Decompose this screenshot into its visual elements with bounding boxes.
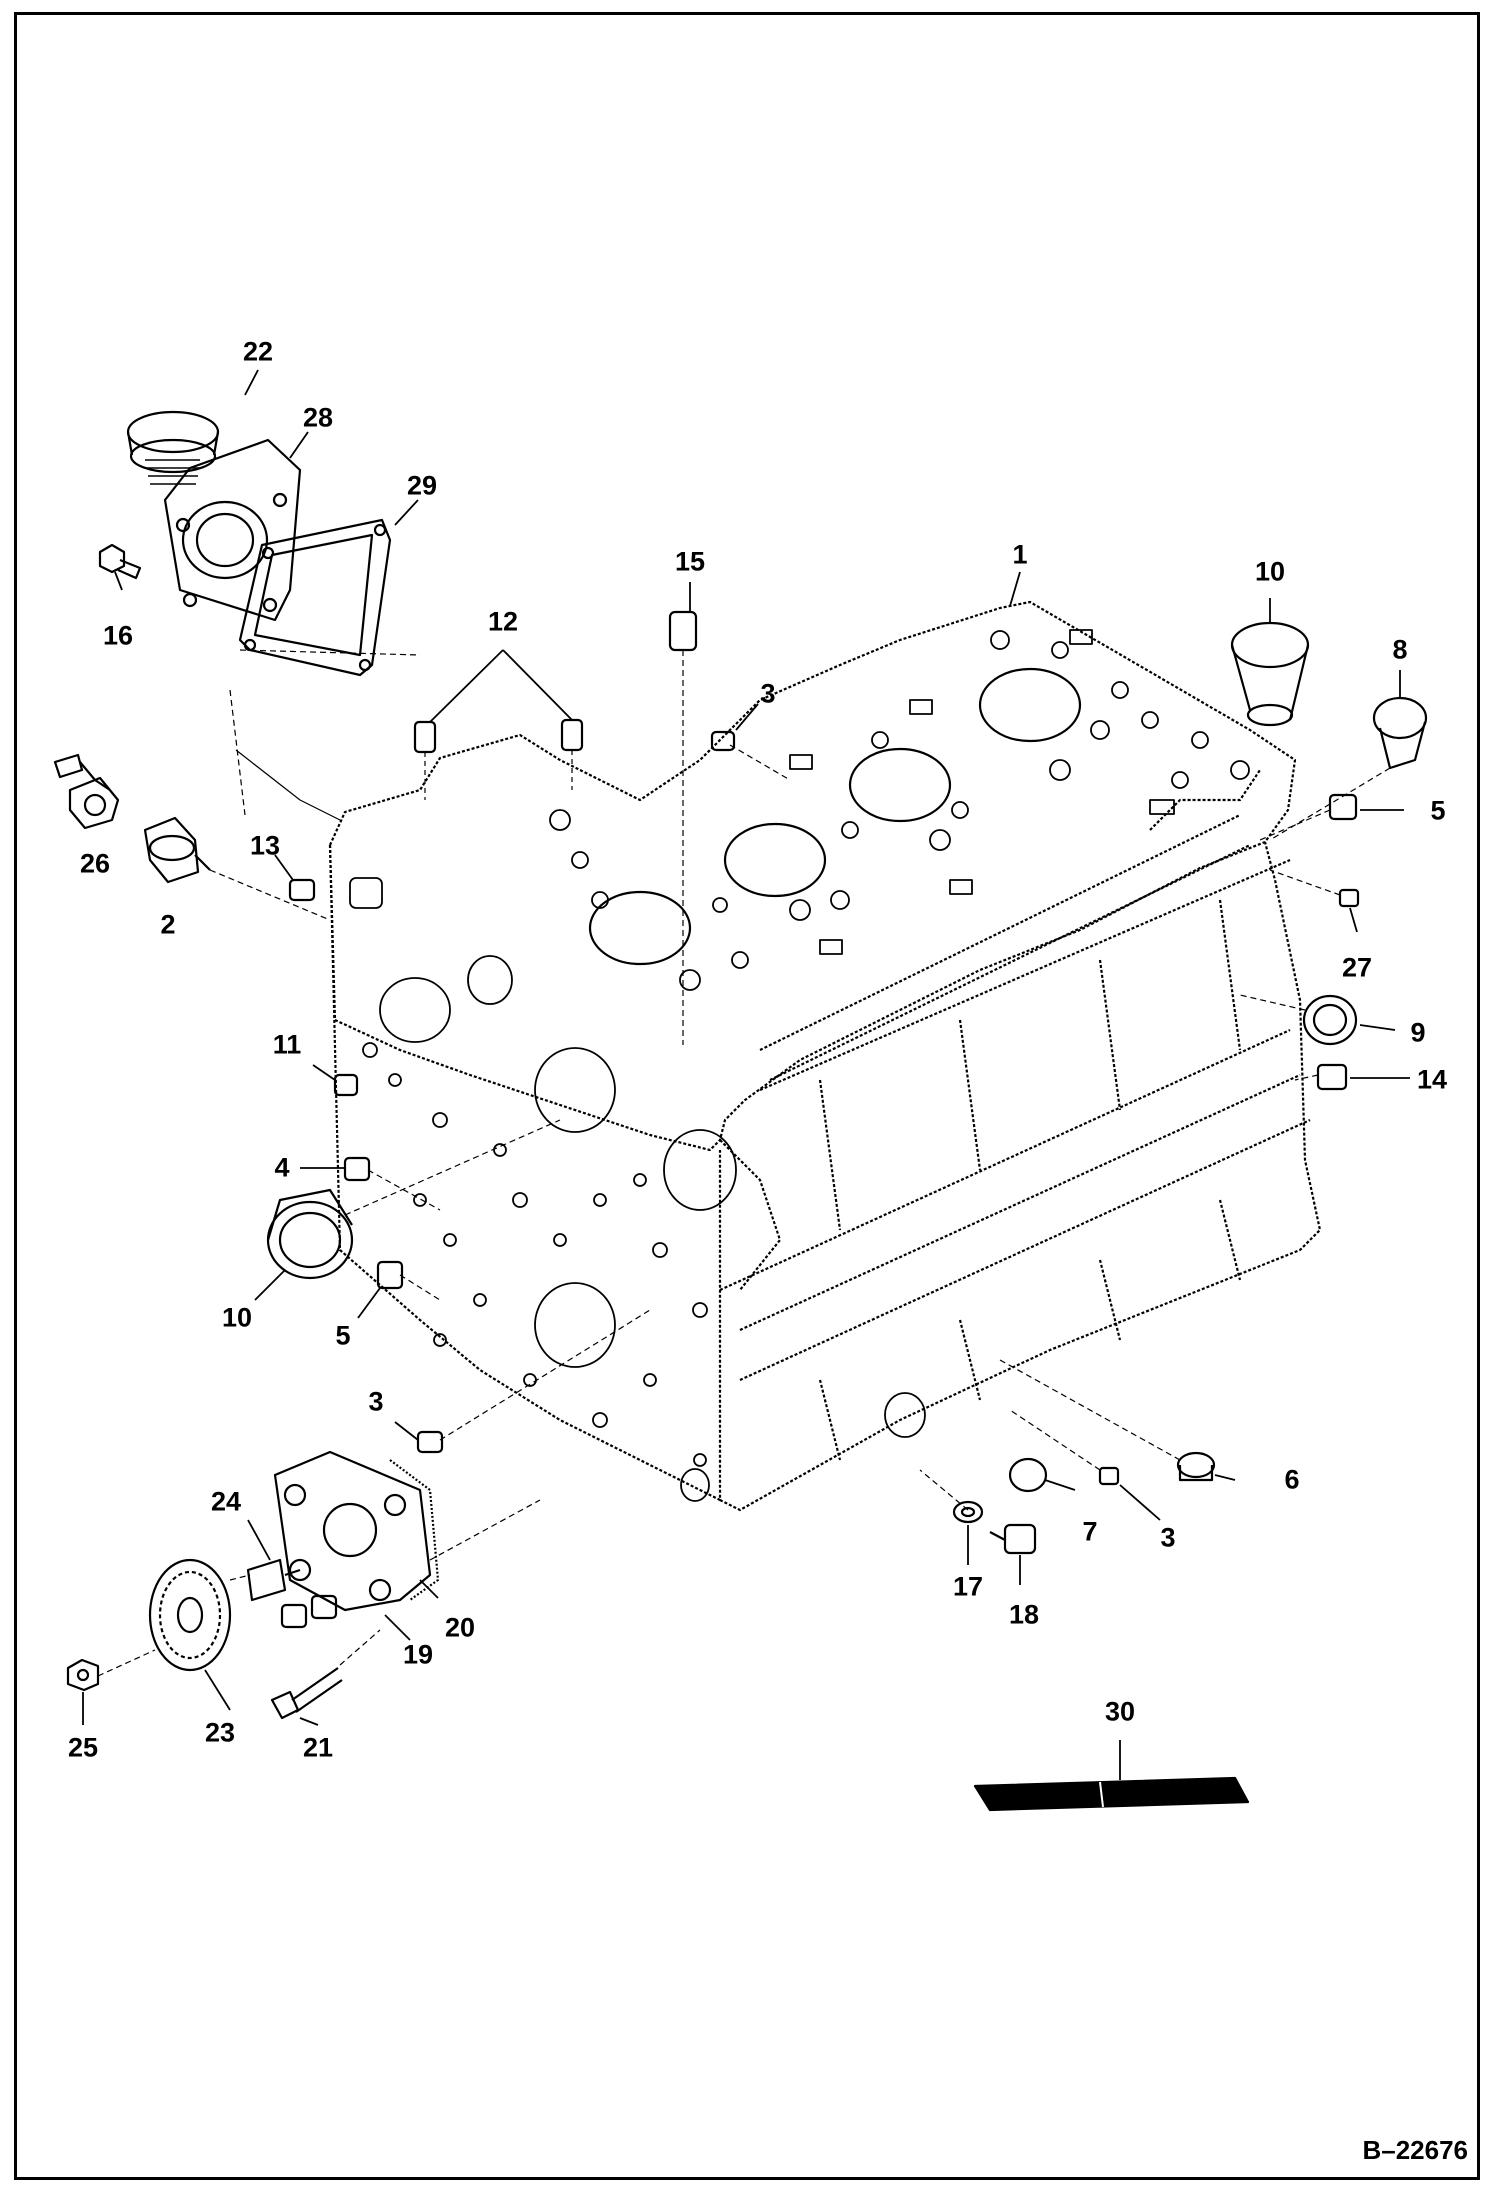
callout-14: 14 — [1416, 1064, 1448, 1095]
callout-10-front: 10 — [221, 1302, 253, 1333]
thermostat-housing — [163, 438, 302, 622]
plug-3-bottom — [416, 1309, 651, 1454]
pump-fittings-19 — [280, 1594, 338, 1629]
callout-3-bottom: 3 — [368, 1386, 384, 1417]
callout-11: 11 — [272, 1029, 302, 1060]
callout-24: 24 — [210, 1486, 242, 1517]
thermostat-cap — [126, 410, 220, 485]
plug-4 — [343, 1156, 441, 1211]
union-fitting-2 — [143, 816, 211, 884]
seal-10-front — [266, 1119, 561, 1280]
plug-5-left — [376, 1260, 441, 1301]
plug-11 — [333, 1073, 359, 1097]
callout-17: 17 — [952, 1571, 984, 1602]
callout-26: 26 — [79, 848, 111, 879]
seal-9 — [1239, 994, 1358, 1046]
callout-5-left: 5 — [335, 1320, 351, 1351]
thermostat-gasket — [238, 518, 392, 677]
callout-3-top: 3 — [760, 678, 776, 709]
plug-5-right — [1259, 793, 1358, 841]
callout-3-right: 3 — [1160, 1522, 1176, 1553]
figure-id: B–22676 — [1362, 2135, 1468, 2165]
callout-27: 27 — [1341, 952, 1373, 983]
oil-pump-gear — [148, 1558, 232, 1672]
callout-6: 6 — [1284, 1464, 1300, 1495]
plug-3-top — [710, 730, 791, 781]
washer-17 — [952, 1500, 984, 1524]
cylinder-block — [328, 600, 1322, 1512]
callout-9: 9 — [1410, 1017, 1426, 1048]
plug-27 — [1269, 869, 1360, 908]
callout-18: 18 — [1008, 1599, 1040, 1630]
drawing-border — [14, 12, 1480, 2180]
callout-7: 7 — [1082, 1516, 1098, 1547]
callout-1: 1 — [1012, 539, 1028, 570]
callout-29: 29 — [406, 470, 438, 501]
pump-shaft-24 — [246, 1558, 301, 1602]
oil-pump-cover — [273, 1450, 440, 1612]
water-bypass-fitting — [53, 753, 120, 830]
callout-10-top: 10 — [1254, 556, 1286, 587]
callout-19: 19 — [402, 1639, 434, 1670]
callout-15: 15 — [674, 546, 706, 577]
callout-21: 21 — [302, 1732, 334, 1763]
callout-25: 25 — [67, 1732, 99, 1763]
cap-10-top — [1230, 621, 1310, 727]
callout-8: 8 — [1392, 634, 1408, 665]
plug-14 — [1294, 1063, 1348, 1091]
callout-22: 22 — [242, 336, 274, 367]
callout-23: 23 — [204, 1717, 236, 1748]
plug-3-right — [1009, 1409, 1120, 1486]
plug-7 — [1008, 1457, 1048, 1493]
callout-4: 4 — [274, 1152, 290, 1183]
callout-5-right: 5 — [1430, 795, 1446, 826]
bolt-21 — [270, 1667, 343, 1720]
plug-13 — [288, 878, 316, 902]
callout-16: 16 — [102, 620, 134, 651]
drain-plug-18 — [989, 1523, 1037, 1555]
nut-25 — [66, 1658, 100, 1692]
callout-20: 20 — [444, 1612, 476, 1643]
leader-lines — [82, 369, 1410, 1780]
callout-12: 12 — [487, 606, 519, 637]
callout-30: 30 — [1104, 1696, 1136, 1727]
label-30 — [973, 1776, 1250, 1812]
callout-28: 28 — [302, 402, 334, 433]
dowel-pins-12 — [413, 718, 584, 800]
plug-6 — [999, 1359, 1216, 1482]
bolt-16 — [98, 543, 142, 580]
callout-2: 2 — [160, 909, 176, 940]
pin-15 — [668, 610, 698, 1045]
callout-13: 13 — [249, 830, 281, 861]
